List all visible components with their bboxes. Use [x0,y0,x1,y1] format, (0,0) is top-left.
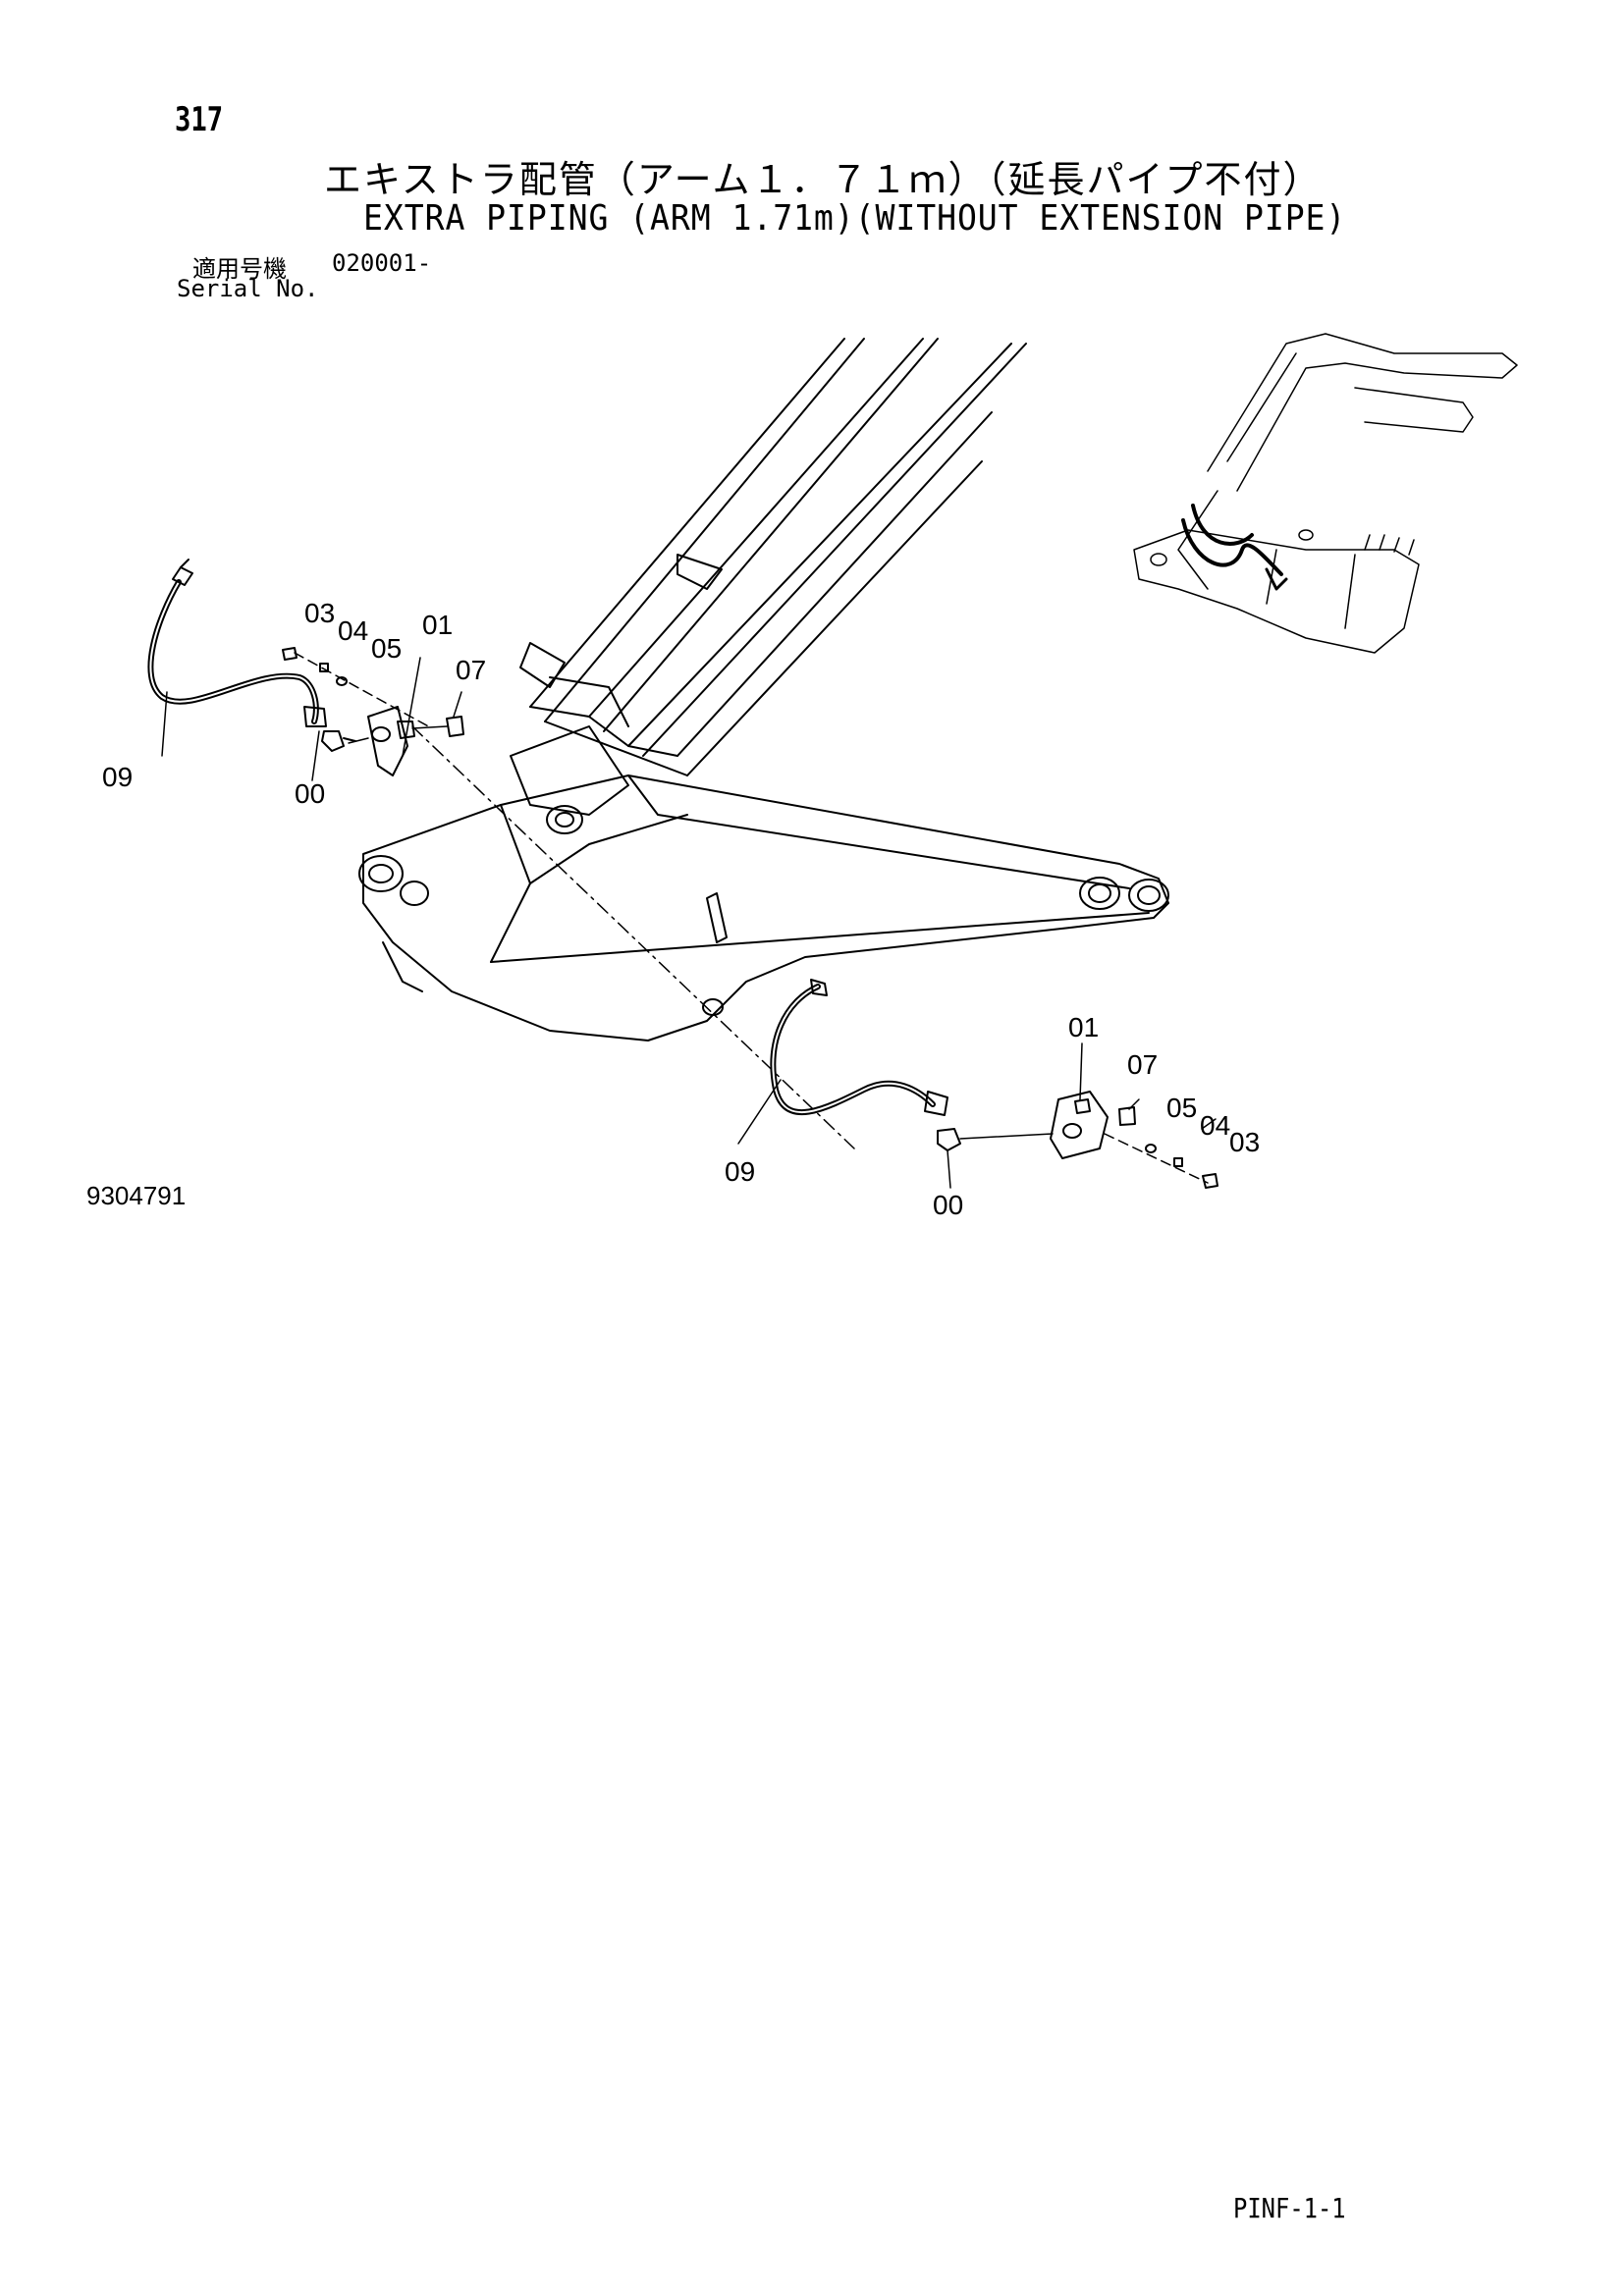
callout-label: 01 [1068,1012,1099,1042]
callout-label: 09 [725,1156,755,1187]
callout-label: 01 [422,610,453,640]
callout-leaders [161,657,1217,1189]
title-japanese: エキストラ配管（アーム１．７１ｍ）（延長パイプ不付） [324,158,1323,201]
serial-value: 020001- [332,249,432,277]
arm-drawing [358,338,1169,1041]
lower-callouts: 01 07 05 04 03 09 00 [725,1012,1260,1220]
callout-label: 03 [304,598,335,628]
callout-label: 04 [338,615,368,646]
serial-label-english: Serial No. [177,275,319,302]
callout-label: 05 [1166,1093,1197,1123]
inset-overview [1133,333,1518,654]
upper-piping-assembly [147,559,855,1149]
callout-label: 00 [933,1190,963,1220]
lower-piping-assembly [770,979,1218,1189]
callout-label: 05 [371,633,402,664]
page-number: 317 [175,100,224,139]
callout-label: 03 [1229,1127,1260,1157]
title-english: EXTRA PIPING (ARM 1.71m)(WITHOUT EXTENSI… [363,198,1347,239]
callout-label: 04 [1200,1110,1230,1141]
serial-label-japanese: 適用号機 [192,255,287,283]
callout-label: 07 [456,655,486,685]
callout-label: 00 [295,778,325,809]
drawing-number: 9304791 [86,1181,187,1210]
callout-label: 09 [102,762,133,792]
callout-label: 07 [1127,1049,1158,1080]
upper-callouts: 03 04 05 01 07 09 00 [102,598,486,809]
sheet-code: PINF-1-1 [1233,2192,1346,2224]
